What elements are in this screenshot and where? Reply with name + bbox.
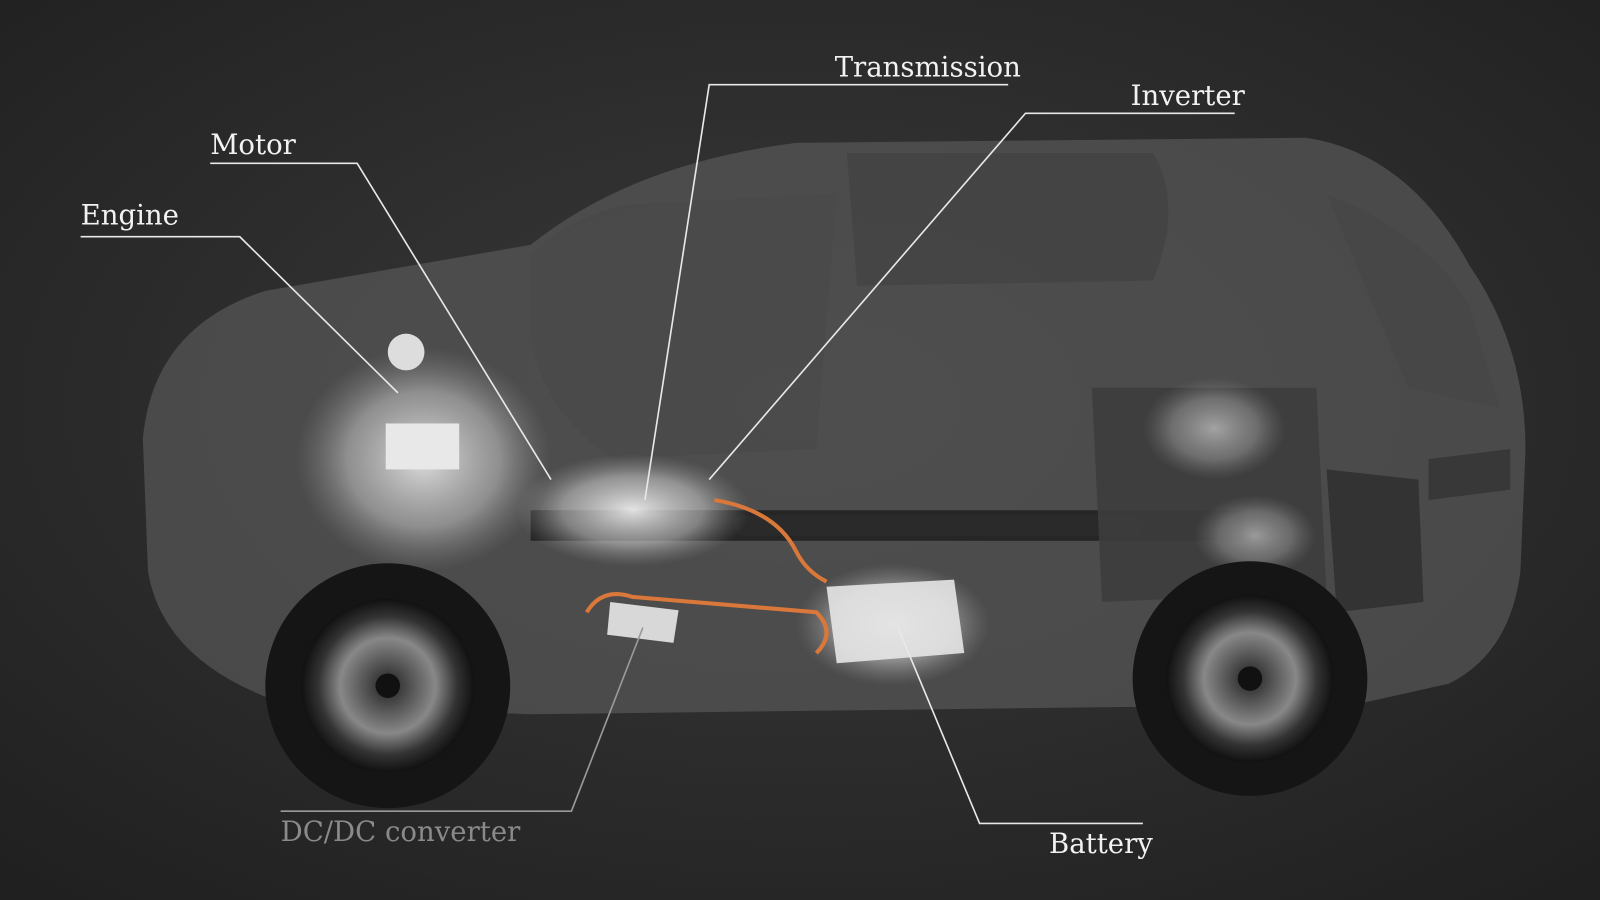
motor-transmission-component bbox=[515, 454, 750, 567]
dcdc-converter-component bbox=[607, 602, 679, 643]
label-battery: Battery bbox=[1049, 828, 1153, 860]
dcdc-leader-line bbox=[280, 627, 644, 813]
inverter-leader-line bbox=[708, 112, 1235, 481]
motor-leader-line bbox=[210, 162, 552, 481]
label-transmission: Transmission bbox=[835, 52, 1021, 84]
label-dcdc-converter: DC/DC converter bbox=[281, 816, 522, 848]
transmission-leader-line bbox=[644, 83, 1009, 501]
rear-wheel bbox=[1132, 561, 1368, 796]
battery-leader-line bbox=[897, 627, 1143, 825]
battery-component bbox=[795, 563, 990, 686]
engine-leader-line bbox=[80, 235, 399, 394]
rear-drive-unit bbox=[1142, 377, 1317, 577]
orange-cables bbox=[584, 497, 829, 655]
label-motor: Motor bbox=[210, 129, 296, 161]
engine-component bbox=[295, 333, 552, 572]
label-engine: Engine bbox=[81, 199, 179, 231]
label-inverter: Inverter bbox=[1131, 80, 1246, 112]
front-wheel bbox=[265, 563, 511, 809]
